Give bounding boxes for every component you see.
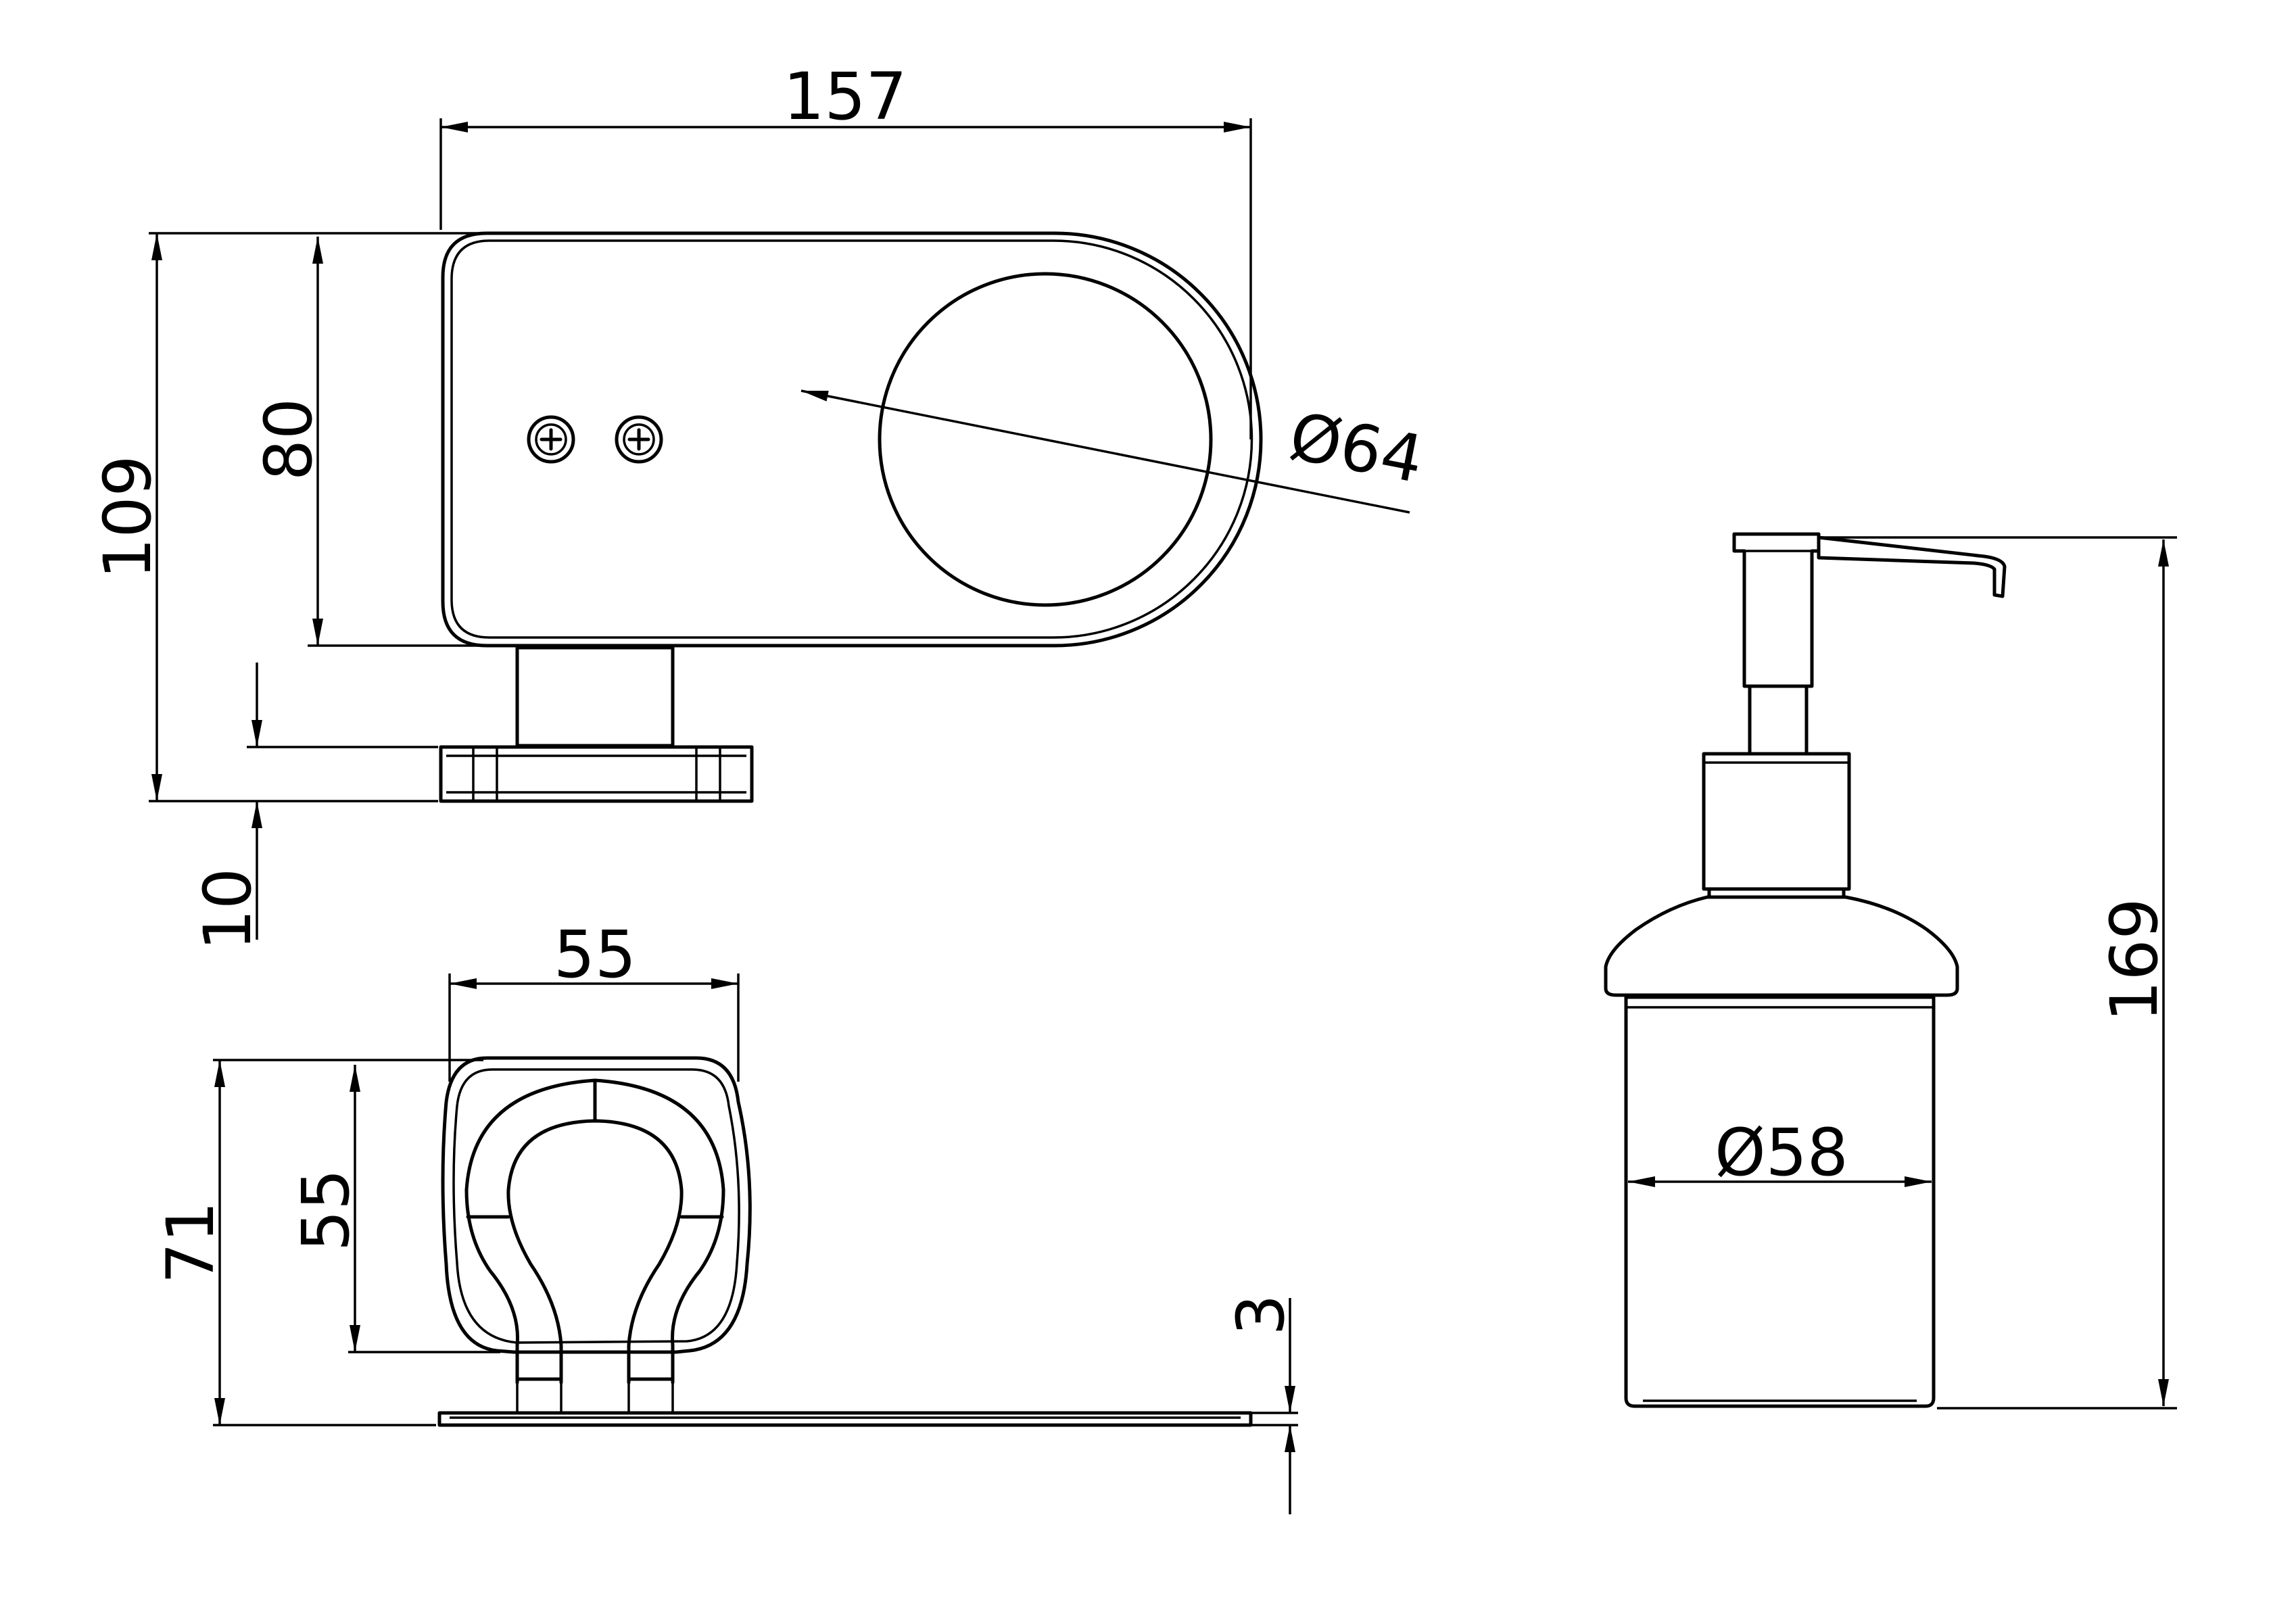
dim-height-169: 169 (1822, 536, 2177, 1410)
dispenser-collar (1702, 752, 1851, 891)
dim-diameter-64-label: Ø64 (1284, 398, 1429, 498)
dim-height-55-label: 55 (288, 1169, 364, 1251)
dim-height-80-label: 80 (251, 398, 327, 481)
side-view-holder: 55 71 55 3 (153, 917, 1299, 1514)
hook-frame-inner (452, 1068, 740, 1344)
dispenser-nozzle (1817, 535, 2007, 598)
dim-diameter-64: Ø64 (800, 389, 1429, 514)
hook-frame-outer (441, 1056, 752, 1354)
screw-right-icon (615, 415, 663, 464)
dim-width-157-label: 157 (783, 59, 907, 135)
dim-height-169-label: 169 (2097, 898, 2172, 1021)
base-plate (437, 1411, 1253, 1427)
dispenser-pump-shaft (1748, 684, 1809, 756)
holder-opening-circle (878, 272, 1213, 607)
dispenser-cap (1604, 895, 1959, 997)
dim-thickness-3-label: 3 (1223, 1294, 1299, 1335)
dim-width-157: 157 (439, 59, 1252, 439)
soap-dispenser: 169 Ø58 (1604, 532, 2177, 1410)
dim-width-55: 55 (448, 917, 740, 1082)
dim-thickness-10-label: 10 (190, 868, 266, 951)
dim-diameter-58-label: Ø58 (1715, 1115, 1848, 1191)
dim-height-71: 71 (153, 1059, 483, 1426)
dim-height-55: 55 (288, 1065, 500, 1353)
holder-body-outline (441, 231, 1263, 648)
hook-ring-outer (464, 1078, 725, 1385)
dim-diameter-58: Ø58 (1628, 1115, 1932, 1191)
screw-left-icon (527, 415, 575, 464)
top-view-holder: 157 109 80 10 Ø64 (90, 59, 1429, 951)
dispenser-pump-head (1732, 532, 1821, 688)
dim-width-55-label: 55 (554, 917, 636, 992)
dim-height-80: 80 (251, 237, 483, 647)
dim-height-109-label: 109 (90, 455, 166, 579)
dim-thickness-10: 10 (190, 663, 438, 951)
dim-thickness-3: 3 (1223, 1294, 1299, 1514)
holder-stem (515, 646, 675, 748)
dim-height-71-label: 71 (153, 1201, 229, 1284)
holder-body-inner-edge (450, 239, 1253, 639)
dim-height-109: 109 (90, 232, 483, 802)
holder-base (439, 745, 754, 803)
dispenser-bottle (1624, 995, 1936, 1408)
